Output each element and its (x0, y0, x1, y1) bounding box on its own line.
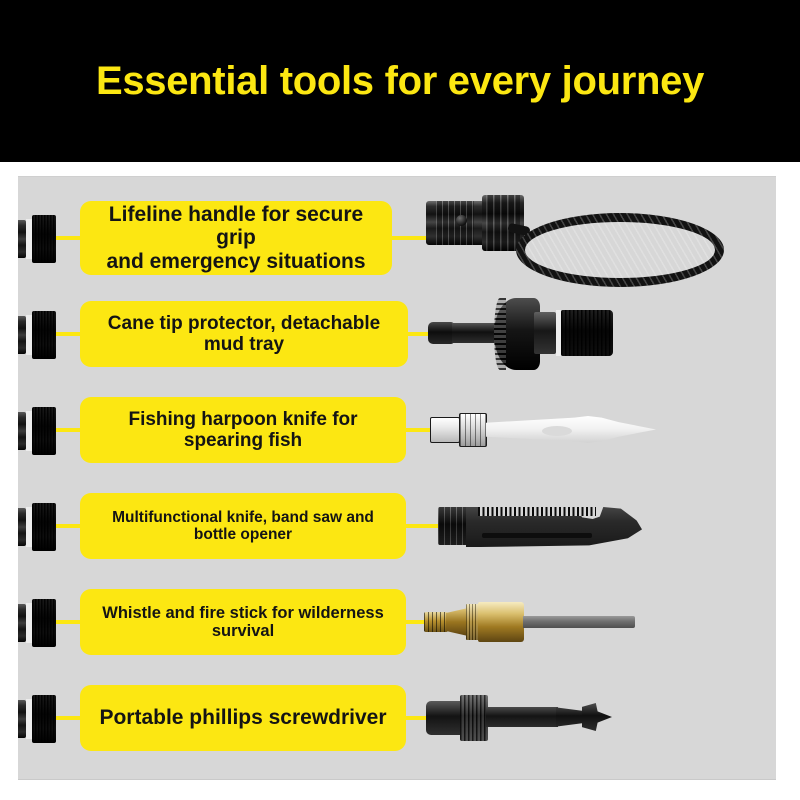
connector-line-left (56, 332, 82, 336)
feature-row-cane-tip-protector: Cane tip protector, detachable mud tray (18, 287, 776, 383)
ferro-rod-icon (523, 616, 635, 628)
connector-line-left (56, 620, 82, 624)
whistle-icon (478, 602, 524, 642)
cane-segment-icon (18, 309, 56, 361)
feature-label-whistle-fire-stick: Whistle and fire stick for wilderness su… (80, 589, 406, 655)
product-image-flashlight-handle (426, 191, 756, 287)
feature-row-fishing-harpoon-knife: Fishing harpoon knife for spearing fish (18, 383, 776, 479)
feature-label-phillips-screwdriver: Portable phillips screwdriver (80, 685, 406, 751)
saw-teeth-icon (478, 507, 596, 516)
feature-label-line1: Lifeline handle for secure grip (108, 202, 364, 250)
connector-line-left (56, 428, 82, 432)
product-image-cane-tip-mud-tray (428, 298, 628, 372)
cane-segment-icon (18, 693, 56, 745)
feature-label-multifunctional-knife: Multifunctional knife, band saw and bott… (80, 493, 406, 559)
feature-label-lifeline-handle: Lifeline handle for secure grip and emer… (80, 201, 392, 275)
feature-row-whistle-fire-stick: Whistle and fire stick for wilderness su… (18, 575, 776, 671)
feature-label-fishing-harpoon-knife: Fishing harpoon knife for spearing fish (80, 397, 406, 463)
cane-segment-icon (18, 501, 56, 553)
connector-line-right (404, 716, 436, 720)
feature-label-line1: Portable phillips screwdriver (99, 706, 387, 730)
connector-line-left (56, 524, 82, 528)
header-banner: Essential tools for every journey (0, 0, 800, 162)
feature-row-multifunctional-knife: Multifunctional knife, band saw and bott… (18, 479, 776, 575)
feature-label-line1: Cane tip protector, detachable mud tray (107, 312, 381, 355)
connector-line-right (404, 428, 446, 432)
feature-label-line1: Multifunctional knife, band saw and bott… (112, 508, 374, 543)
product-image-harpoon-spear (430, 393, 670, 469)
page-title: Essential tools for every journey (95, 58, 705, 103)
cane-segment-icon (18, 597, 56, 649)
connector-line-right (404, 524, 446, 528)
power-button-icon (456, 215, 467, 226)
paracord-lanyard (516, 213, 724, 287)
feature-row-lifeline-handle: Lifeline handle for secure grip and emer… (18, 191, 776, 287)
phillips-bit-icon (582, 703, 612, 731)
feature-label-line1: Whistle and fire stick for wilderness su… (102, 603, 384, 640)
feature-label-cane-tip-protector: Cane tip protector, detachable mud tray (80, 301, 408, 367)
connector-line-right (390, 236, 452, 240)
product-feature-panel: Lifeline handle for secure grip and emer… (18, 176, 776, 780)
product-image-whistle-fire-stick (424, 586, 644, 660)
product-image-tactical-knife (438, 489, 668, 565)
feature-row-phillips-screwdriver: Portable phillips screwdriver (18, 671, 776, 767)
connector-line-left (56, 716, 82, 720)
connector-line-left (56, 236, 82, 240)
feature-label-line2: and emergency situations (106, 249, 366, 273)
cane-segment-icon (18, 213, 56, 265)
cane-segment-icon (18, 405, 56, 457)
product-image-phillips-screwdriver (426, 681, 626, 757)
connector-line-right (404, 620, 434, 624)
feature-label-line1: Fishing harpoon knife for spearing fish (128, 408, 358, 451)
